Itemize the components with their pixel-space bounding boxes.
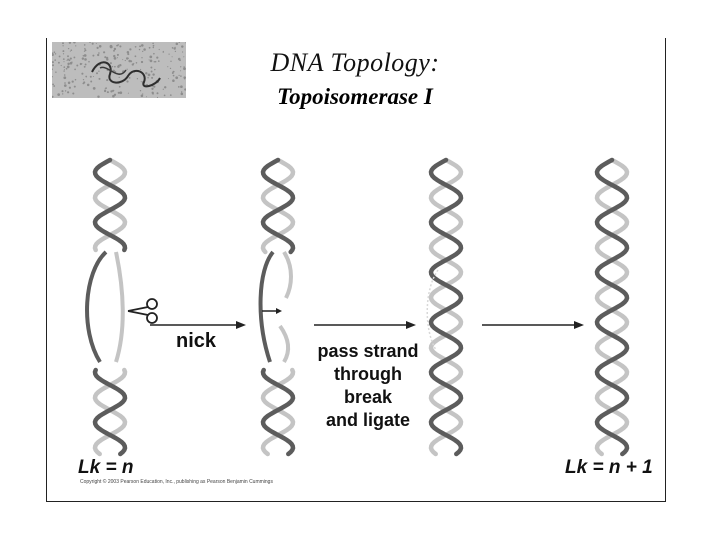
linking-number-final: Lk = n + 1 — [565, 457, 653, 478]
dna-strand — [594, 157, 630, 457]
arrow-right-icon — [150, 321, 246, 329]
dna-strand — [260, 367, 296, 457]
arrow-right-icon — [482, 321, 584, 329]
slide-frame — [46, 38, 666, 502]
dna-helix-3 — [426, 157, 464, 457]
arrow-right-icon — [314, 321, 416, 329]
dna-helix-1 — [85, 157, 128, 457]
dna-strand — [92, 367, 128, 457]
dna-strand — [428, 157, 464, 457]
dna-strand — [92, 157, 128, 253]
dna-strand — [260, 157, 296, 255]
nick-label: nick — [176, 330, 217, 352]
pass-strand-label: pass strand through break and ligate — [298, 340, 438, 432]
linking-number-initial: Lk = n — [78, 457, 134, 478]
pass-line: pass strand — [317, 341, 419, 361]
dna-helix-2 — [258, 157, 296, 457]
pass-line: and ligate — [325, 410, 410, 430]
title-line-1: DNA Topology: — [270, 48, 440, 77]
title-line-2: Topoisomerase I — [277, 84, 433, 109]
pass-line: break — [343, 387, 393, 407]
copyright-notice: Copyright © 2003 Pearson Education, Inc.… — [80, 479, 273, 485]
scissors-icon — [127, 298, 158, 324]
dna-micrograph-thumbnail — [52, 42, 186, 98]
dna-helix-4 — [594, 157, 630, 457]
dna-strand — [260, 157, 296, 255]
pass-line: through — [334, 364, 402, 384]
